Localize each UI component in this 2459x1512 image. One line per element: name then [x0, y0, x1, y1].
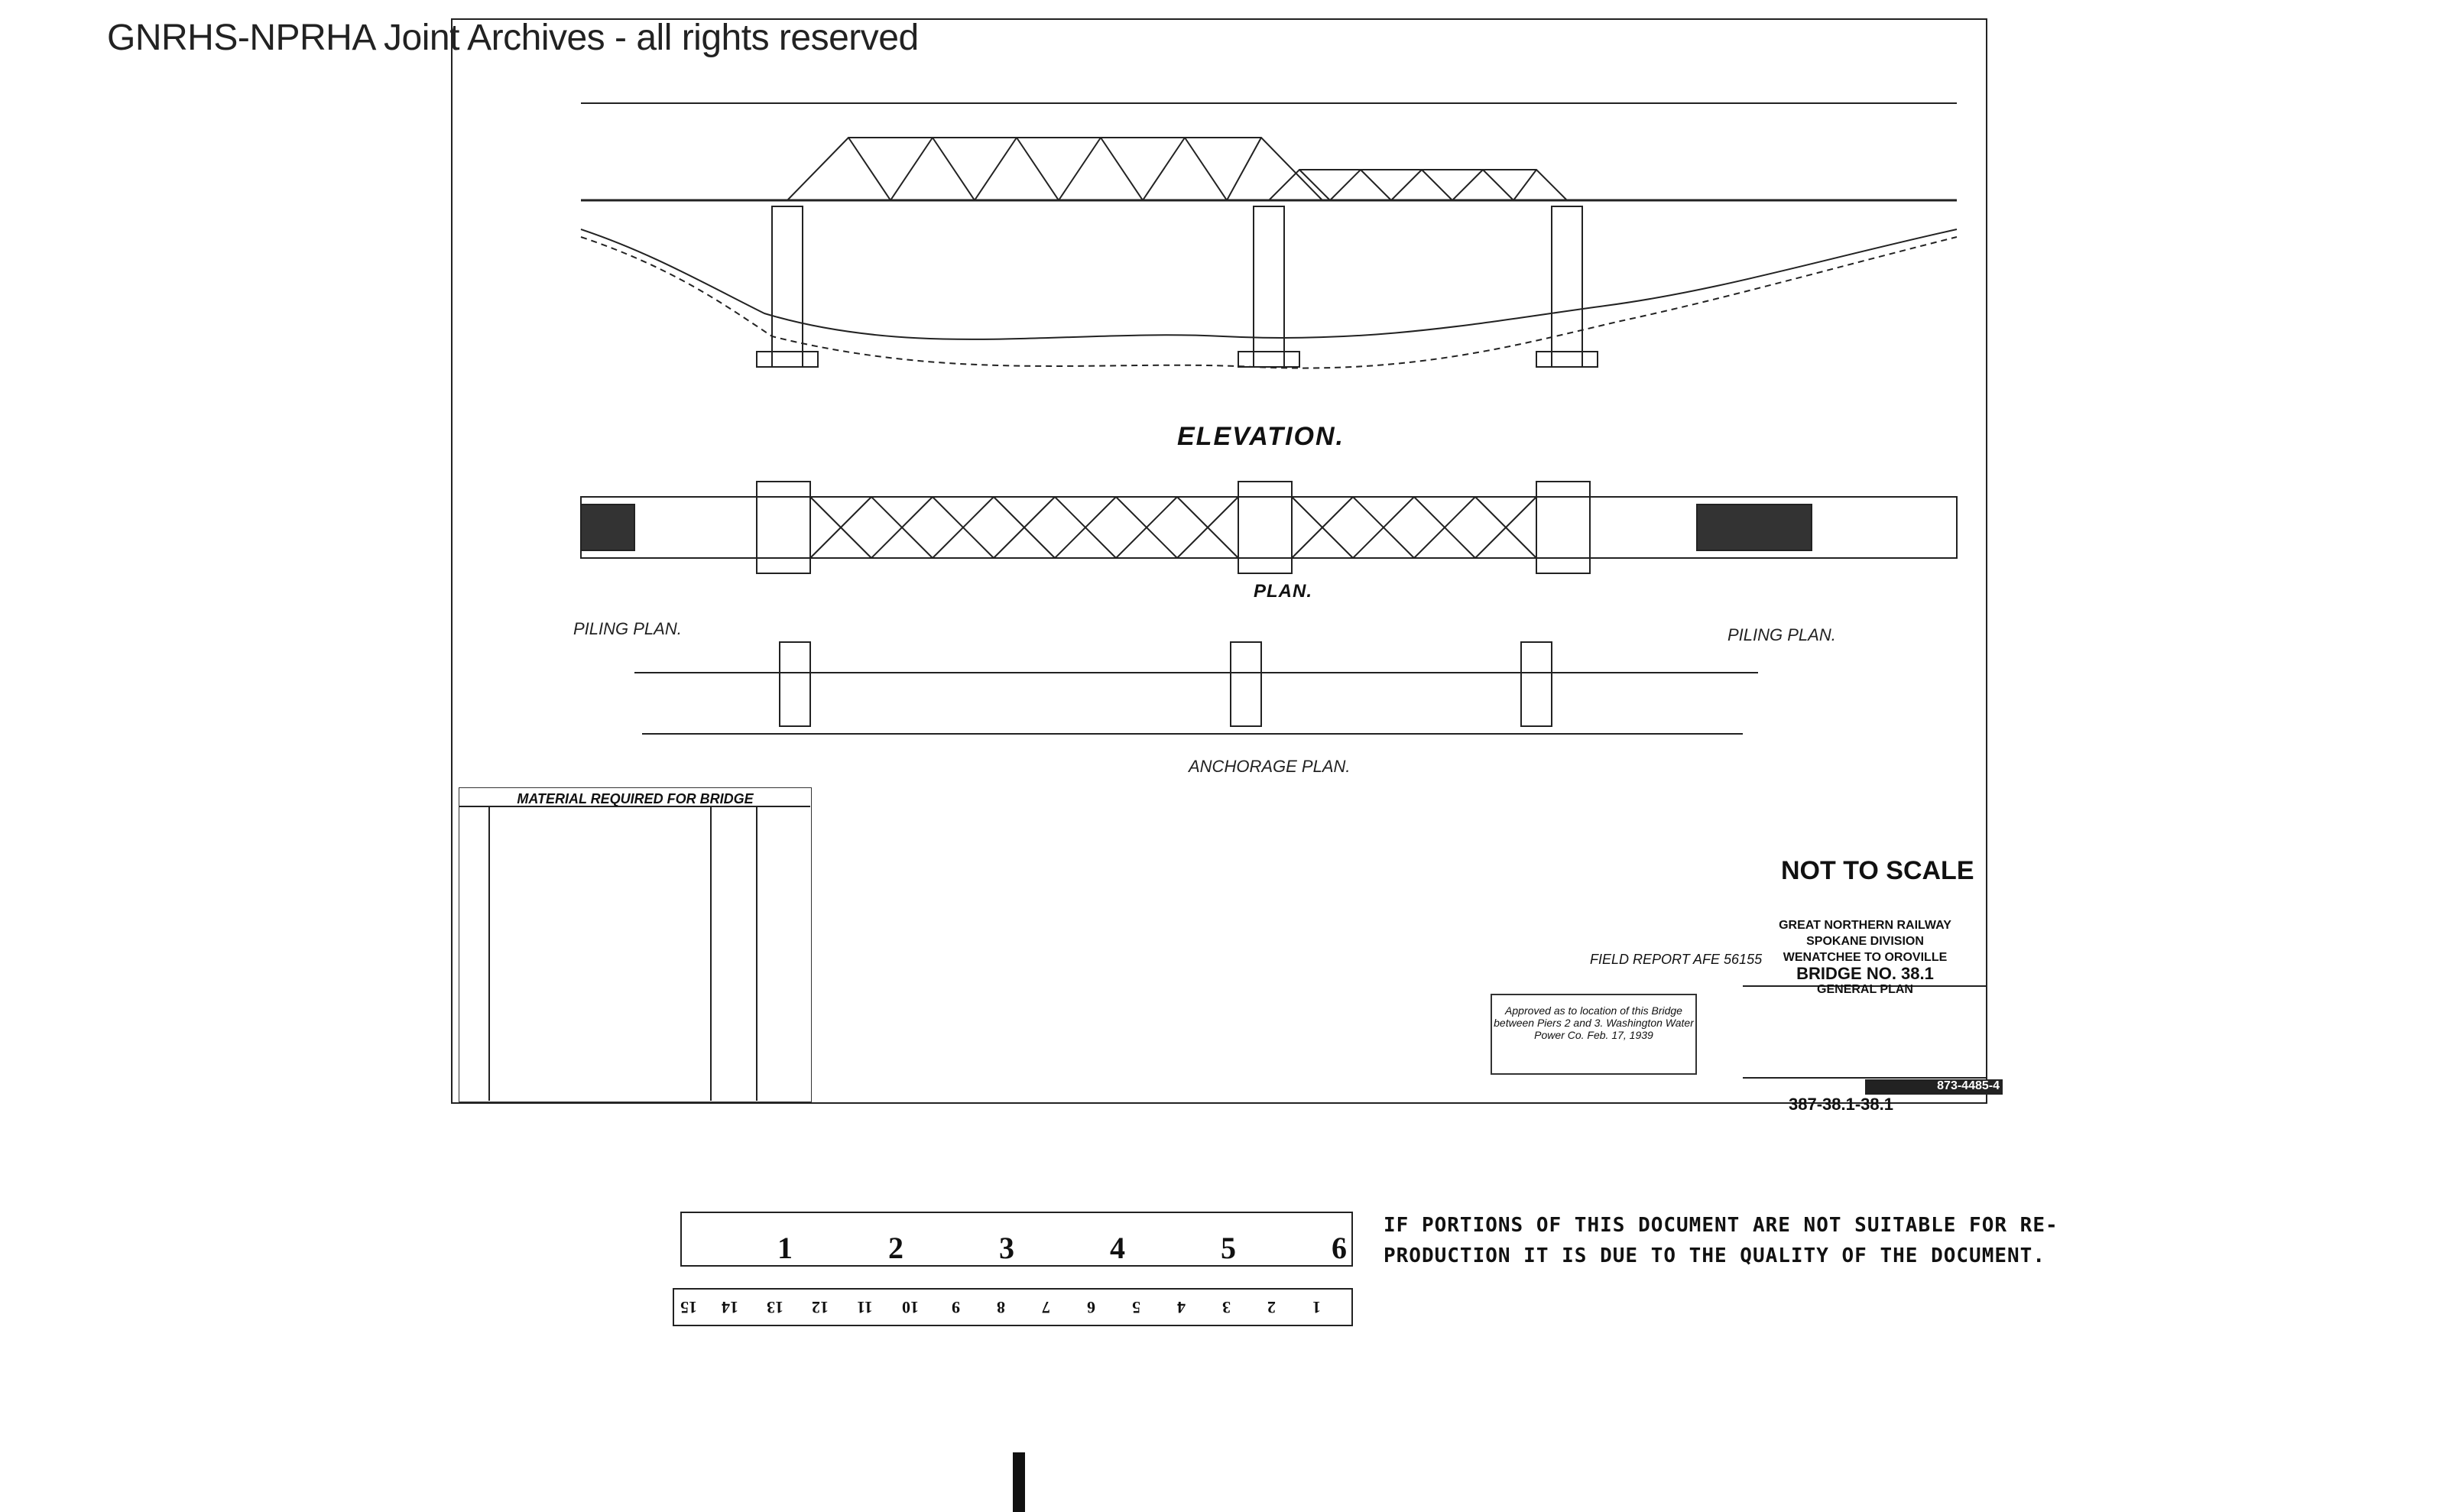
ruler-cm-number: 5 [1132, 1298, 1140, 1317]
piling-plan-right-label: PILING PLAN. [1727, 625, 1836, 644]
reproduction-notice: IF PORTIONS OF THIS DOCUMENT ARE NOT SUI… [1384, 1210, 2058, 1271]
railway-name: GREAT NORTHERN RAILWAY [1779, 919, 1951, 932]
ruler-number: 2 [888, 1231, 903, 1265]
ruler-cm-number: 12 [812, 1298, 829, 1317]
cm-ruler: 1 2 3 4 5 6 7 8 9 10 11 12 13 14 15 [673, 1288, 1353, 1326]
notice-line-2: PRODUCTION IT IS DUE TO THE QUALITY OF T… [1384, 1244, 2045, 1267]
ruler-cm-number: 13 [767, 1298, 783, 1317]
ruler-cm-number: 2 [1267, 1298, 1276, 1317]
ruler-cm-number: 4 [1177, 1298, 1186, 1317]
archive-watermark: GNRHS-NPRHA Joint Archives - all rights … [107, 18, 919, 58]
field-report-label: FIELD REPORT AFE 56155 [1590, 952, 1763, 967]
ruler-cm-number: 15 [680, 1298, 697, 1317]
plan-label: PLAN. [1254, 581, 1312, 602]
ruler-cm-number: 9 [952, 1298, 960, 1317]
approval-stamp: Approved as to location of this Bridge b… [1491, 994, 1697, 1075]
ruler-number: 5 [1221, 1231, 1236, 1265]
drawing-sheet [451, 18, 1987, 1104]
inch-ruler: 1 2 3 4 5 6 [680, 1212, 1353, 1267]
ruler-cm-number: 14 [722, 1298, 738, 1317]
ruler-number: 4 [1110, 1231, 1125, 1265]
ruler-cm-number: 6 [1087, 1298, 1095, 1317]
line-name: WENATCHEE TO OROVILLE [1783, 951, 1948, 964]
plan-type: GENERAL PLAN [1817, 983, 1913, 996]
material-table-title: MATERIAL REQUIRED FOR BRIDGE [517, 791, 754, 806]
anchorage-plan-label: ANCHORAGE PLAN. [1189, 757, 1351, 776]
ruler-number: 6 [1332, 1231, 1347, 1265]
ruler-cm-number: 8 [997, 1298, 1005, 1317]
reference-number: 387-38.1-38.1 [1789, 1095, 1893, 1114]
material-table: MATERIAL REQUIRED FOR BRIDGE [459, 787, 812, 1102]
ruler-cm-number: 3 [1222, 1298, 1231, 1317]
ruler-number: 3 [999, 1231, 1014, 1265]
ruler-cm-number: 7 [1042, 1298, 1050, 1317]
ruler-cm-number: 1 [1312, 1298, 1321, 1317]
division-name: SPOKANE DIVISION [1806, 935, 1924, 948]
piling-plan-left-label: PILING PLAN. [573, 619, 682, 638]
bridge-number: BRIDGE NO. 38.1 [1796, 964, 1934, 983]
drawing-number: 873-4485-4 [1865, 1079, 2003, 1095]
ruler-cm-number: 11 [857, 1298, 873, 1317]
ruler-number: 1 [777, 1231, 793, 1265]
notice-line-1: IF PORTIONS OF THIS DOCUMENT ARE NOT SUI… [1384, 1214, 2058, 1237]
title-block: GREAT NORTHERN RAILWAY SPOKANE DIVISION … [1743, 917, 1987, 998]
elevation-label: ELEVATION. [1177, 422, 1345, 451]
ruler-cm-number: 10 [902, 1298, 919, 1317]
not-to-scale-label: NOT TO SCALE [1781, 856, 1974, 885]
